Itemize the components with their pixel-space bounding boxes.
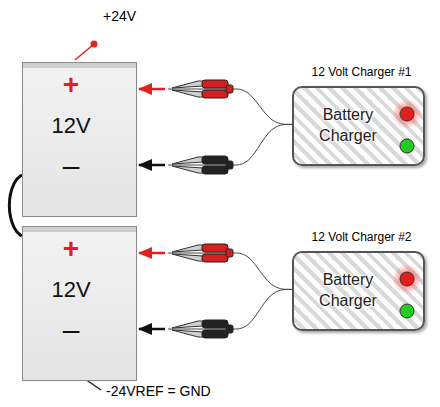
green-light xyxy=(400,304,414,318)
terminal-sign: + xyxy=(63,69,79,101)
charger-box: 12 Volt Charger #2Battery Charger xyxy=(292,251,425,331)
light-glow xyxy=(392,264,422,294)
jumper-wire xyxy=(9,175,22,236)
terminal-sign: – xyxy=(63,149,80,184)
charger-box: 12 Volt Charger #1Battery Charger xyxy=(292,86,425,166)
connection-arrow xyxy=(139,164,165,167)
battery-box: +12V – xyxy=(22,226,137,381)
charger-label: Battery Charger xyxy=(302,105,394,147)
terminal-sign: + xyxy=(63,233,79,265)
clamp-run xyxy=(168,329,232,330)
voltage-note: -24VREF = GND xyxy=(106,383,211,399)
connection-arrow xyxy=(139,88,165,91)
battery-box: +12V – xyxy=(22,62,137,217)
leader-line xyxy=(75,44,94,60)
black-clamp xyxy=(172,156,233,174)
charger-wire xyxy=(232,253,292,289)
clamp-run xyxy=(168,165,232,166)
red-light xyxy=(400,107,414,121)
charger-label: Battery Charger xyxy=(302,270,394,312)
charger-wire xyxy=(232,124,292,165)
indicator-lights xyxy=(294,88,423,164)
terminal-dot xyxy=(91,41,98,48)
red-light xyxy=(400,272,414,286)
jumper-path xyxy=(9,175,22,236)
red-clamp xyxy=(172,244,233,262)
charger-wire xyxy=(232,89,292,124)
voltage-note: +24V xyxy=(103,8,136,24)
connection-arrow xyxy=(139,252,165,255)
green-light xyxy=(400,139,414,153)
light-glow xyxy=(392,99,422,129)
terminal-sign: – xyxy=(63,313,80,348)
clamp-run xyxy=(168,253,232,254)
red-clamp xyxy=(172,80,233,98)
voltage-label: 12V xyxy=(51,113,90,138)
clamp-run xyxy=(168,89,232,90)
charger-heading: 12 Volt Charger #2 xyxy=(290,230,433,244)
voltage-label: 12V xyxy=(51,277,90,302)
indicator-lights xyxy=(294,253,423,329)
charger-heading: 12 Volt Charger #1 xyxy=(290,65,433,79)
charger-wire xyxy=(232,289,292,329)
black-clamp xyxy=(172,320,233,338)
connection-arrow xyxy=(139,328,165,331)
